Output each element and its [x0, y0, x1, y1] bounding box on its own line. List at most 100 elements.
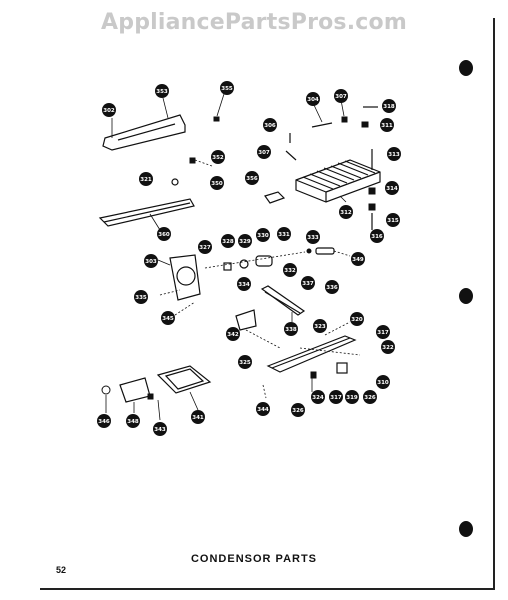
callout-348: 349 [351, 252, 365, 266]
svg-text:314: 314 [386, 186, 398, 192]
watermark: AppliancePartsPros.com [101, 10, 407, 35]
callout-340: 341 [191, 410, 205, 424]
callout-331: 330 [256, 228, 270, 242]
callout-321: 320 [350, 312, 364, 326]
svg-text:303: 303 [145, 259, 157, 265]
svg-text:318: 318 [383, 104, 395, 110]
svg-text:311: 311 [381, 123, 393, 129]
svg-text:350: 350 [211, 181, 223, 187]
binder-hole-bottom [459, 521, 473, 537]
callout-335: 334 [237, 277, 251, 291]
fan-motor-part [204, 247, 351, 271]
callout-344: 345 [161, 311, 175, 325]
callout-354: 355 [220, 81, 234, 95]
callout-343: 344 [256, 402, 270, 416]
svg-text:337: 337 [302, 281, 314, 287]
svg-text:310: 310 [377, 380, 389, 386]
callout-333: 332 [283, 263, 297, 277]
condenser-coil-part [295, 159, 381, 203]
svg-text:352: 352 [212, 155, 224, 161]
callout-315: 315 [386, 213, 400, 227]
rail-part [260, 285, 306, 322]
callout-317: 317 [329, 390, 343, 404]
callout-324: 323 [313, 319, 327, 333]
callout-314: 314 [385, 181, 399, 195]
callout-310: 310 [376, 375, 390, 389]
callout-347: 348 [126, 414, 140, 428]
svg-text:360: 360 [158, 232, 170, 238]
svg-text:338: 338 [285, 327, 297, 333]
svg-text:327: 327 [199, 245, 211, 251]
svg-text:341: 341 [192, 415, 204, 421]
support-bracket-part [105, 377, 267, 421]
pan-part [156, 365, 212, 411]
callout-337: 336 [325, 280, 339, 294]
callout-311: 311 [380, 118, 394, 132]
callout-306: 304 [306, 92, 320, 106]
callout-304: 303 [144, 254, 158, 268]
svg-text:326: 326 [364, 395, 376, 401]
svg-text:334: 334 [238, 282, 250, 288]
callout-329: 328 [221, 234, 235, 248]
callout-351: 352 [211, 150, 225, 164]
svg-text:302: 302 [103, 108, 115, 114]
screw-parts [285, 106, 378, 230]
svg-text:344: 344 [257, 407, 269, 413]
diagram-title: CONDENSOR PARTS [190, 553, 318, 565]
svg-text:306: 306 [264, 123, 276, 129]
svg-text:348: 348 [127, 419, 139, 425]
callout-318: 317 [376, 325, 390, 339]
callout-355: 356 [245, 171, 259, 185]
callout-313: 313 [387, 147, 401, 161]
svg-text:353: 353 [156, 89, 168, 95]
clip-part [213, 93, 225, 122]
callout-326: 325 [238, 355, 252, 369]
svg-text:304: 304 [307, 97, 319, 103]
binder-hole-top [459, 60, 473, 76]
callout-320: 319 [345, 390, 359, 404]
svg-text:345: 345 [162, 316, 174, 322]
callout-349: 350 [210, 176, 224, 190]
grommet-part [171, 157, 213, 186]
svg-text:355: 355 [221, 86, 233, 92]
callout-323: 322 [381, 340, 395, 354]
callout-312: 312 [339, 205, 353, 219]
svg-text:307: 307 [258, 150, 270, 156]
svg-text:316: 316 [371, 234, 383, 240]
binder-hole-middle [459, 288, 473, 304]
callout-338: 337 [301, 276, 315, 290]
callout-308b: 307 [257, 145, 271, 159]
svg-text:312: 312 [340, 210, 352, 216]
svg-text:325: 325 [239, 360, 251, 366]
svg-text:346: 346 [98, 419, 110, 425]
svg-text:321: 321 [140, 177, 152, 183]
svg-text:323: 323 [314, 324, 326, 330]
fan-shroud-part [157, 254, 201, 316]
callout-328: 327 [198, 240, 212, 254]
svg-text:317: 317 [330, 395, 342, 401]
svg-text:335: 335 [135, 295, 147, 301]
callout-307: 306 [263, 118, 277, 132]
svg-text:320: 320 [351, 317, 363, 323]
callout-322: 321 [139, 172, 153, 186]
mounting-clip-part [235, 309, 281, 349]
svg-text:328: 328 [222, 239, 234, 245]
page-number: 52 [56, 565, 67, 575]
callout-336: 335 [134, 290, 148, 304]
callout-316: 316 [370, 229, 384, 243]
callout-339: 338 [284, 322, 298, 336]
svg-text:319: 319 [346, 395, 358, 401]
svg-text:331: 331 [278, 232, 290, 238]
callout-319: 318 [382, 99, 396, 113]
callout-ring [101, 385, 111, 395]
svg-text:324: 324 [312, 395, 324, 401]
svg-text:317: 317 [377, 330, 389, 336]
callout-332: 331 [277, 227, 291, 241]
callout-302: 302 [102, 103, 116, 117]
callout-342: 343 [153, 422, 167, 436]
callout-327: 326 [291, 403, 305, 417]
callout-308: 307 [334, 89, 348, 103]
